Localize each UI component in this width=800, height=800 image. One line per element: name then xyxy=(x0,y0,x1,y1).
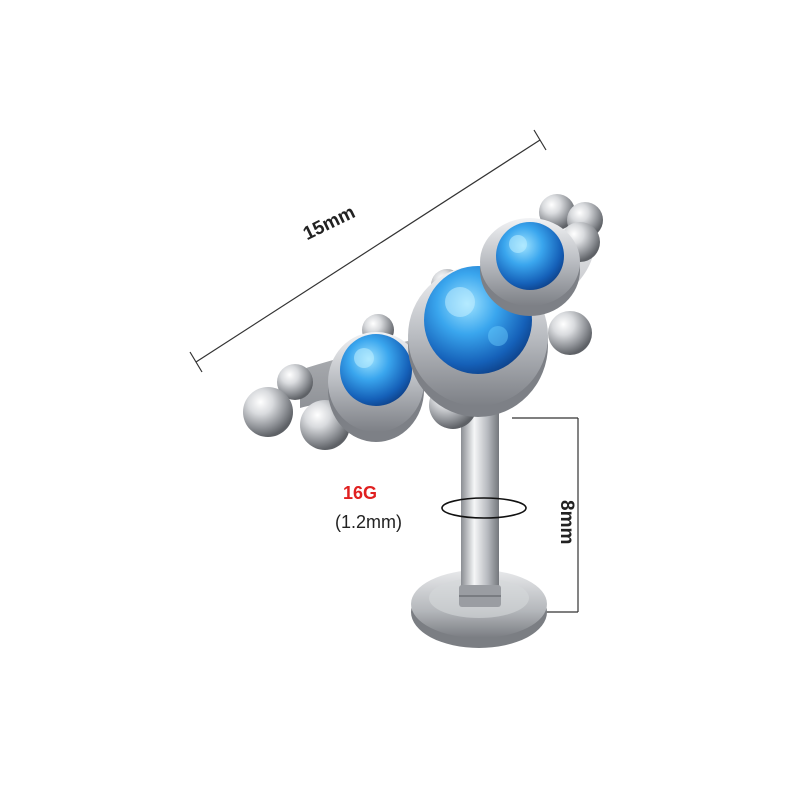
length-dimension-line xyxy=(189,129,547,373)
bead-ball xyxy=(277,364,313,400)
opal-stone-small-left xyxy=(328,332,424,442)
top-cluster xyxy=(243,194,603,450)
gauge-label: 16G xyxy=(343,483,378,503)
opal-stone-small-right xyxy=(480,218,580,316)
gauge-ring xyxy=(441,497,527,519)
post-bar xyxy=(459,405,501,607)
post-length-label: 8mm xyxy=(556,500,577,545)
bead-ball xyxy=(548,311,592,355)
bead-ball xyxy=(243,387,293,437)
diameter-label: (1.2mm) xyxy=(335,512,402,532)
